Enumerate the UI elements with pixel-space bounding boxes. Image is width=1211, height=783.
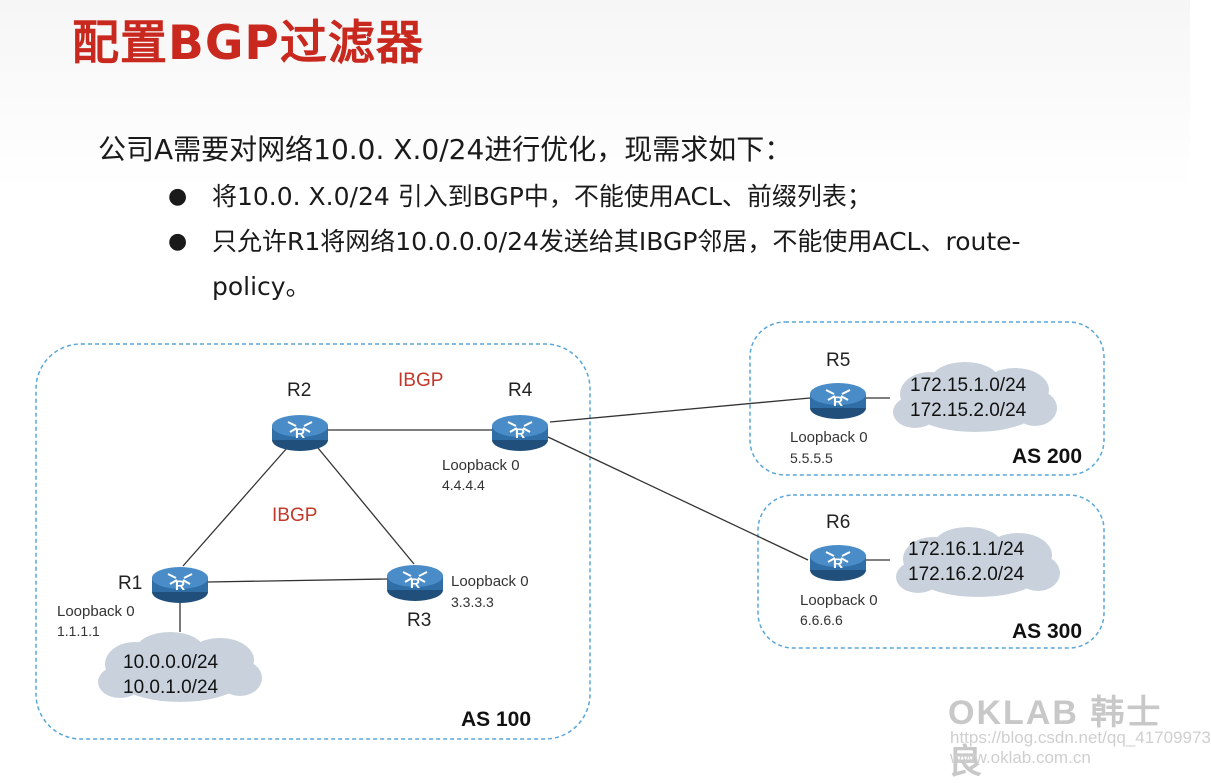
router-icon-r5: R — [809, 382, 867, 420]
as-label-300: AS 300 — [1012, 620, 1082, 643]
router-label-r2: R2 — [287, 380, 311, 401]
link-r1-r2 — [182, 447, 288, 567]
router-glyph: R — [515, 425, 525, 441]
loopback-ip-r3: 3.3.3.3 — [451, 594, 494, 610]
as100-boundary — [35, 343, 591, 740]
as-label-100: AS 100 — [461, 708, 531, 731]
watermark-brand: OKLAB 韩士良 — [948, 694, 1163, 781]
requirement-text-1: 将10.0. X.0/24 引入到BGP中，不能使用ACL、前缀列表； — [212, 182, 872, 211]
network-prefix-r5-1: 172.15.1.0/24 — [910, 375, 1027, 396]
network-prefix-r1-2: 10.0.1.0/24 — [123, 677, 219, 698]
loopback-ip-r6: 6.6.6.6 — [800, 612, 843, 628]
loopback-ip-r5: 5.5.5.5 — [790, 450, 833, 466]
router-icon-r2: R — [271, 414, 329, 452]
bullet-icon: ● — [168, 229, 188, 254]
network-prefix-r6-2: 172.16.2.0/24 — [908, 564, 1025, 585]
as-label-200: AS 200 — [1012, 445, 1082, 468]
intro-text: 公司A需要对网络10.0. X.0/24进行优化，现需求如下： — [98, 133, 793, 166]
watermark-url: https://blog.csdn.net/qq_41709973 www.ok… — [950, 728, 1211, 767]
router-label-r3: R3 — [407, 610, 431, 631]
router-icon-r6: R — [809, 544, 867, 582]
network-diagram: R R R R R R R1 R2 R3 R4 R5 R6 Loopback 0… — [35, 321, 1105, 740]
link-r2-r3 — [317, 447, 415, 565]
loopback-label-r3: Loopback 0 — [451, 573, 529, 590]
loopback-label-r6: Loopback 0 — [800, 592, 878, 609]
loopback-label-r5: Loopback 0 — [790, 429, 868, 446]
link-r1-r3 — [206, 578, 388, 583]
router-label-r4: R4 — [508, 380, 533, 401]
link-r4-r5 — [549, 397, 811, 423]
router-label-r5: R5 — [826, 350, 850, 371]
router-label-r6: R6 — [826, 512, 850, 533]
network-prefix-r5-2: 172.15.2.0/24 — [910, 400, 1027, 421]
as300-boundary — [757, 494, 1105, 649]
slide-title: 配置BGP过滤器 — [72, 16, 424, 71]
router-glyph: R — [175, 577, 185, 593]
bullet-icon: ● — [168, 184, 188, 209]
network-cloud-r5 — [893, 362, 1057, 432]
loopback-label-r1: Loopback 0 — [57, 603, 135, 620]
as200-boundary — [749, 321, 1105, 476]
router-glyph: R — [410, 575, 420, 591]
ibgp-label-top: IBGP — [398, 370, 443, 391]
network-prefix-r6-1: 172.16.1.1/24 — [908, 539, 1025, 560]
requirement-text-2: 只允许R1将网络10.0.0.0/24发送给其IBGP邻居，不能使用ACL、ro… — [212, 227, 1021, 301]
router-icon-r1: R — [151, 566, 209, 604]
router-label-r1: R1 — [118, 573, 142, 594]
loopback-ip-r1: 1.1.1.1 — [57, 623, 100, 639]
network-prefix-r1-1: 10.0.0.0/24 — [123, 652, 219, 673]
router-icon-r4: R — [491, 414, 549, 452]
router-glyph: R — [833, 555, 843, 571]
network-cloud-r6 — [896, 527, 1060, 597]
link-r4-r6 — [547, 436, 809, 561]
ibgp-label-triangle: IBGP — [272, 505, 317, 526]
loopback-label-r4: Loopback 0 — [442, 457, 520, 474]
loopback-ip-r4: 4.4.4.4 — [442, 477, 485, 493]
router-icon-r3: R — [386, 564, 444, 602]
router-glyph: R — [833, 393, 843, 409]
router-glyph: R — [295, 425, 305, 441]
